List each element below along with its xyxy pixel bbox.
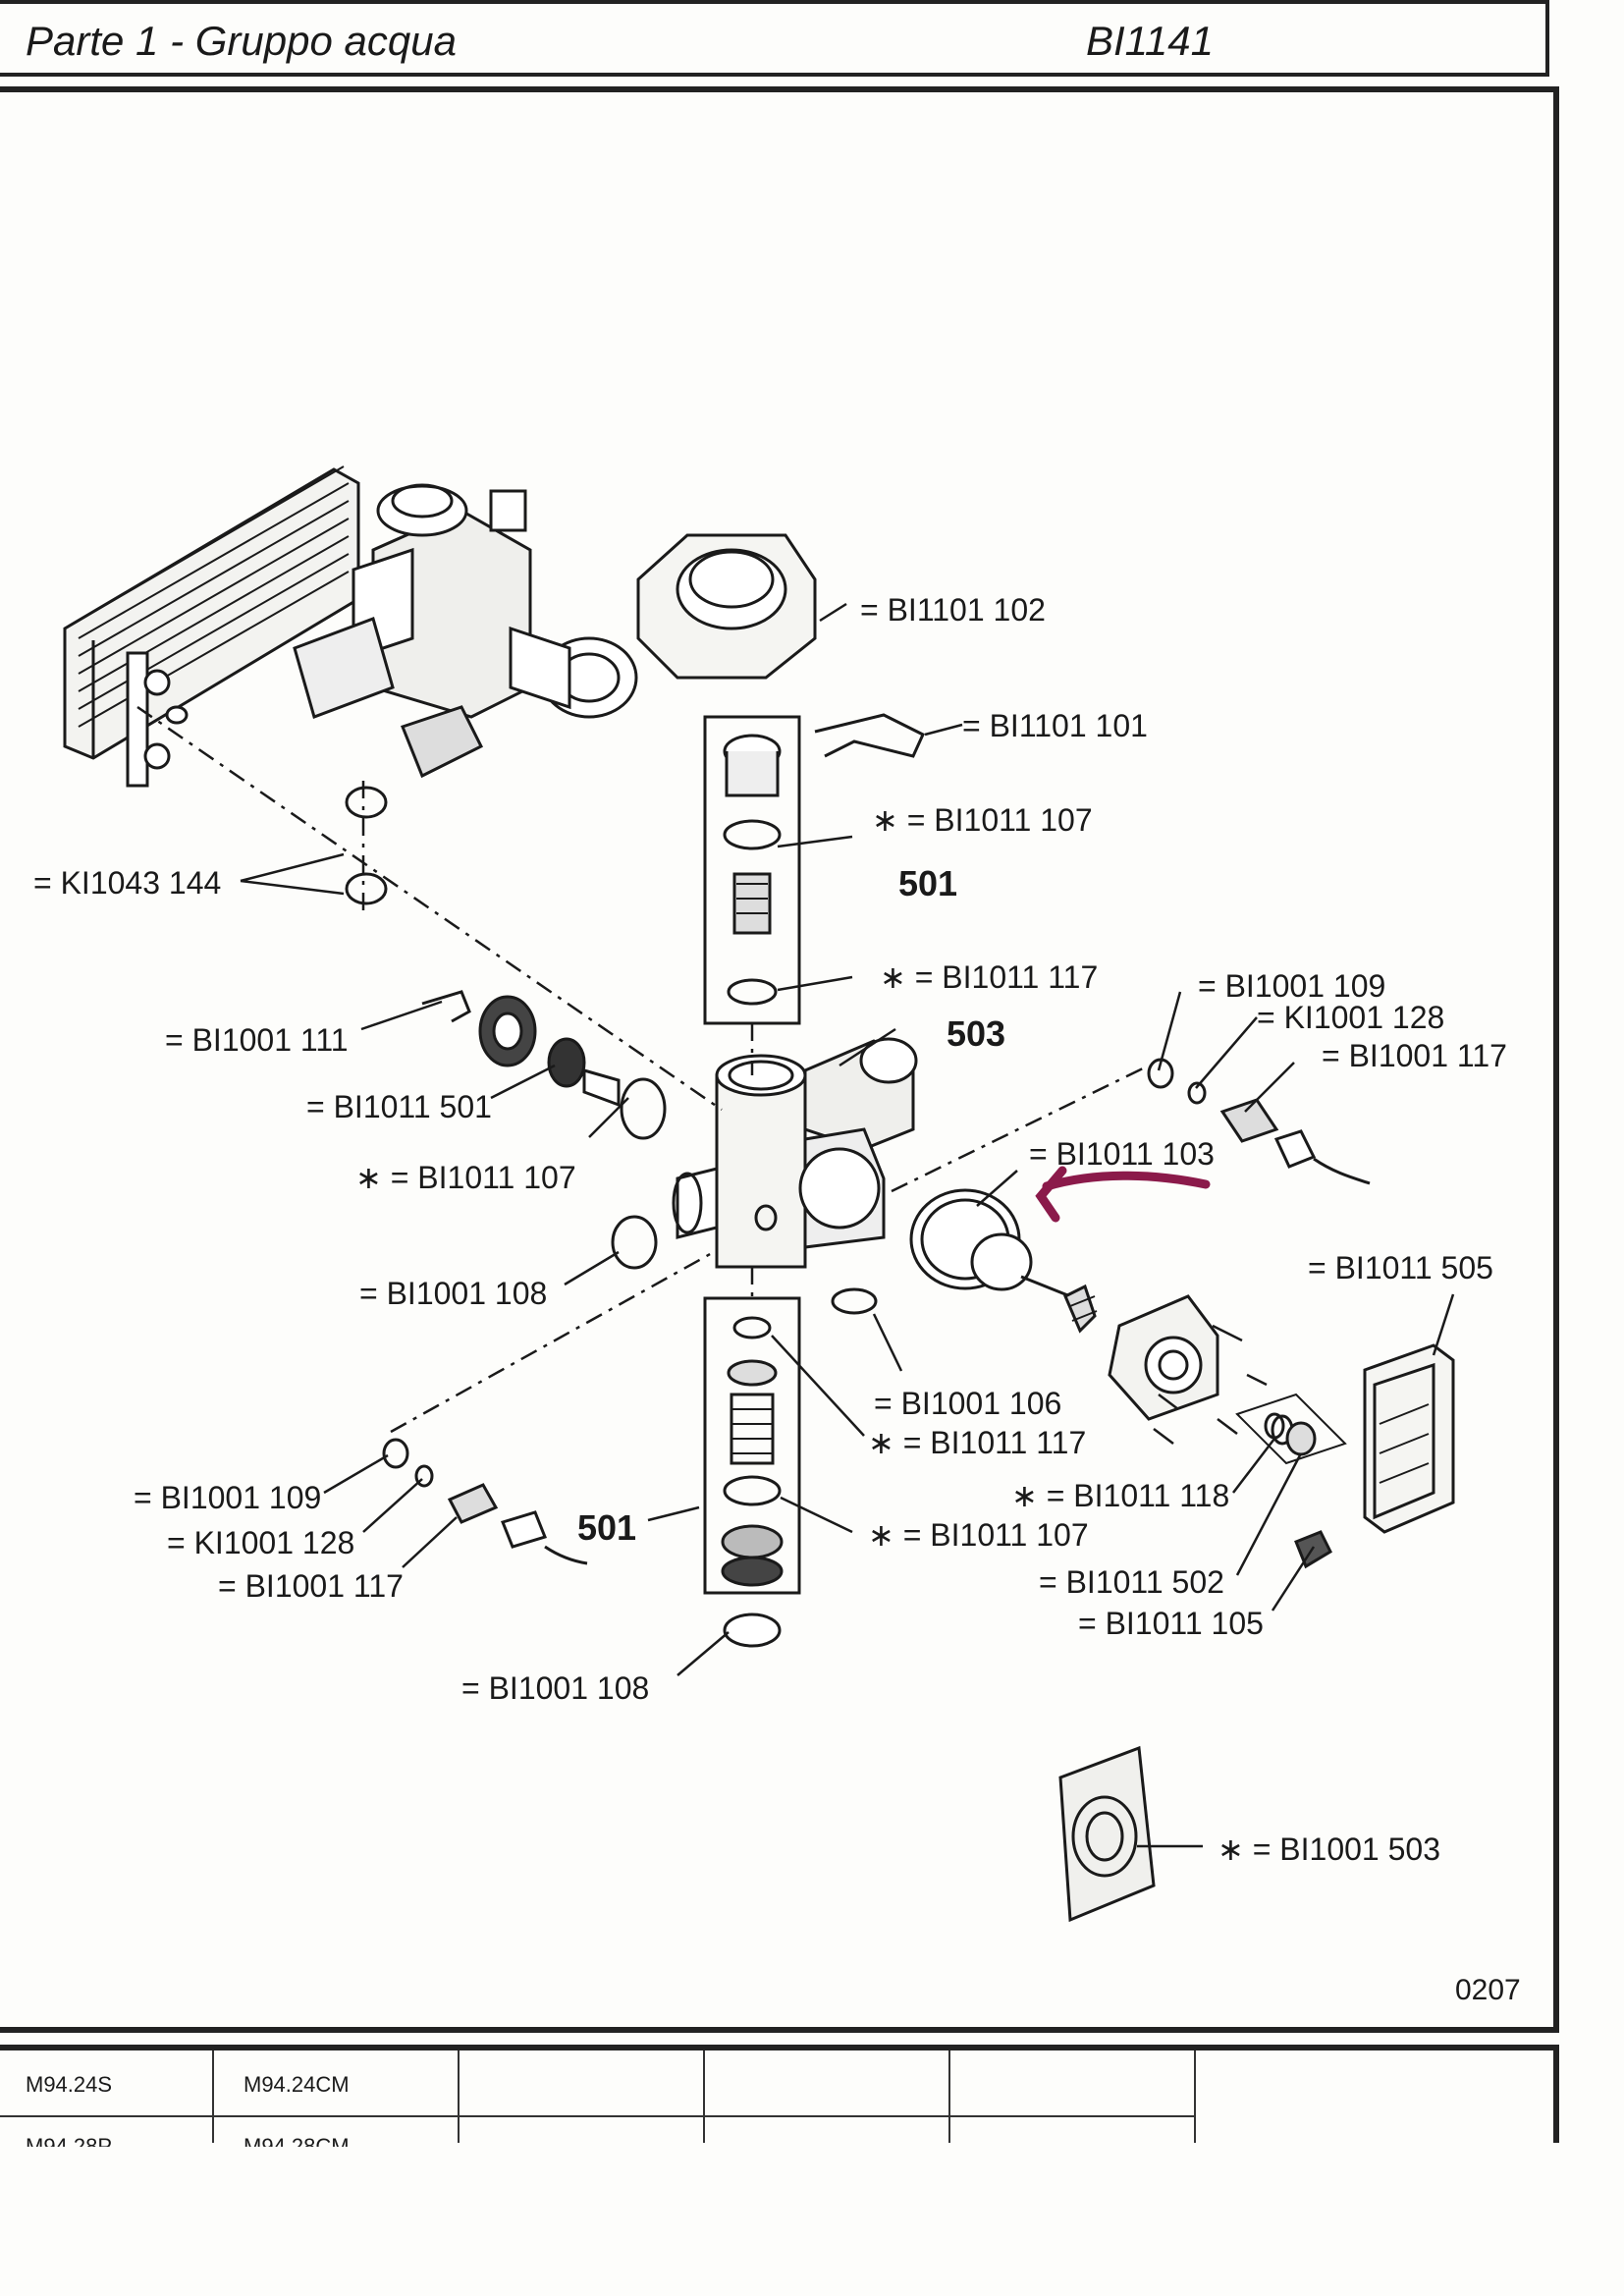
label-bi1001-117-right: = BI1001 117 xyxy=(1322,1038,1507,1073)
table-cell xyxy=(705,2050,950,2143)
leader-lines xyxy=(240,602,1455,1848)
lower-cartridge-part xyxy=(721,1316,784,1587)
header-bar: Parte 1 - Gruppo acqua BI1141 xyxy=(0,0,1549,77)
repair-kit-part xyxy=(1058,1745,1156,1923)
label-bi1011-105: = BI1011 105 xyxy=(1078,1606,1264,1641)
table-cell xyxy=(460,2050,705,2143)
bracket-part xyxy=(1363,1343,1455,1534)
table-cell xyxy=(950,2050,1196,2143)
valve-group-part xyxy=(293,483,638,779)
washers xyxy=(345,786,1294,1648)
upper-cartridge-part xyxy=(723,734,782,1006)
valve-body-part xyxy=(672,1037,918,1269)
heat-exchanger-part xyxy=(63,465,360,788)
label-bi1011-107-mid: ∗ = BI1011 107 xyxy=(355,1160,576,1195)
diaphragm-part xyxy=(909,1188,1071,1298)
callout-503: 503 xyxy=(947,1013,1005,1054)
label-bi1001-108-mid: = BI1001 108 xyxy=(359,1276,547,1311)
page-title: Parte 1 - Gruppo acqua xyxy=(26,18,457,64)
label-ki1001-128-left: = KI1001 128 xyxy=(167,1525,354,1560)
label-bi1001-108-bottom: = BI1001 108 xyxy=(461,1670,649,1706)
clip-part xyxy=(814,713,925,758)
label-bi1001-111: = BI1001 111 xyxy=(165,1022,349,1058)
spring-cover-part xyxy=(1063,1284,1219,1421)
label-bi1011-118: ∗ = BI1011 118 xyxy=(1011,1478,1229,1513)
callout-501-top: 501 xyxy=(898,863,957,903)
small-parts xyxy=(1235,1393,1347,1569)
table-row-divider xyxy=(0,2115,1196,2117)
label-bi1011-117-bot: ∗ = BI1011 117 xyxy=(868,1425,1086,1460)
label-bi1011-107-top: ∗ = BI1011 107 xyxy=(872,802,1093,838)
label-bi1101-102: = BI1101 102 xyxy=(860,592,1046,628)
label-bi1011-107-bot: ∗ = BI1011 107 xyxy=(868,1517,1089,1553)
label-ki1001-128-right: = KI1001 128 xyxy=(1257,1000,1444,1035)
date-code: 0207 xyxy=(1455,1974,1521,2006)
table-cell: M94.24CM M94.28CM xyxy=(214,2050,460,2147)
screws xyxy=(1153,1324,1268,1445)
model-cell: M94.24S xyxy=(26,2072,113,2097)
label-bi1001-109-left: = BI1001 109 xyxy=(134,1480,321,1515)
label-bi1011-501: = BI1011 501 xyxy=(306,1089,492,1124)
label-bi1011-117-top: ∗ = BI1011 117 xyxy=(880,959,1098,995)
document-code: BI1141 xyxy=(1086,18,1214,64)
label-bi1011-502: = BI1011 502 xyxy=(1039,1564,1224,1600)
model-cell: M94.28P xyxy=(26,2134,113,2147)
label-bi1011-505: = BI1011 505 xyxy=(1308,1250,1493,1285)
fitting-part xyxy=(421,990,621,1108)
callout-501-bottom: 501 xyxy=(577,1507,636,1548)
label-bi1011-103: = BI1011 103 xyxy=(1029,1136,1215,1172)
table-cell: M94.24S M94.28P xyxy=(0,2050,214,2147)
cap-part xyxy=(636,533,817,680)
diagram-frame xyxy=(0,86,1559,2033)
model-cell: M94.28CM xyxy=(244,2134,350,2147)
sensor-left-part xyxy=(447,1483,588,1565)
label-bi1101-101: = BI1101 101 xyxy=(962,708,1148,743)
label-bi1001-109-right: = BI1001 109 xyxy=(1198,968,1385,1004)
label-bi1001-117-left: = BI1001 117 xyxy=(218,1568,404,1604)
assembly-lines xyxy=(136,705,1148,1434)
annotation-arrow xyxy=(1035,1166,1211,1223)
model-table: M94.24S M94.28P M94.24CM M94.28CM xyxy=(0,2045,1559,2147)
sensor-right-part xyxy=(1219,1098,1371,1185)
label-bi1001-106: = BI1001 106 xyxy=(874,1386,1061,1421)
label-ki1043-144: = KI1043 144 xyxy=(33,865,221,901)
model-cell: M94.24CM xyxy=(244,2072,350,2097)
label-bi1001-503: ∗ = BI1001 503 xyxy=(1218,1831,1440,1867)
lower-cartridge-box xyxy=(703,1296,801,1595)
